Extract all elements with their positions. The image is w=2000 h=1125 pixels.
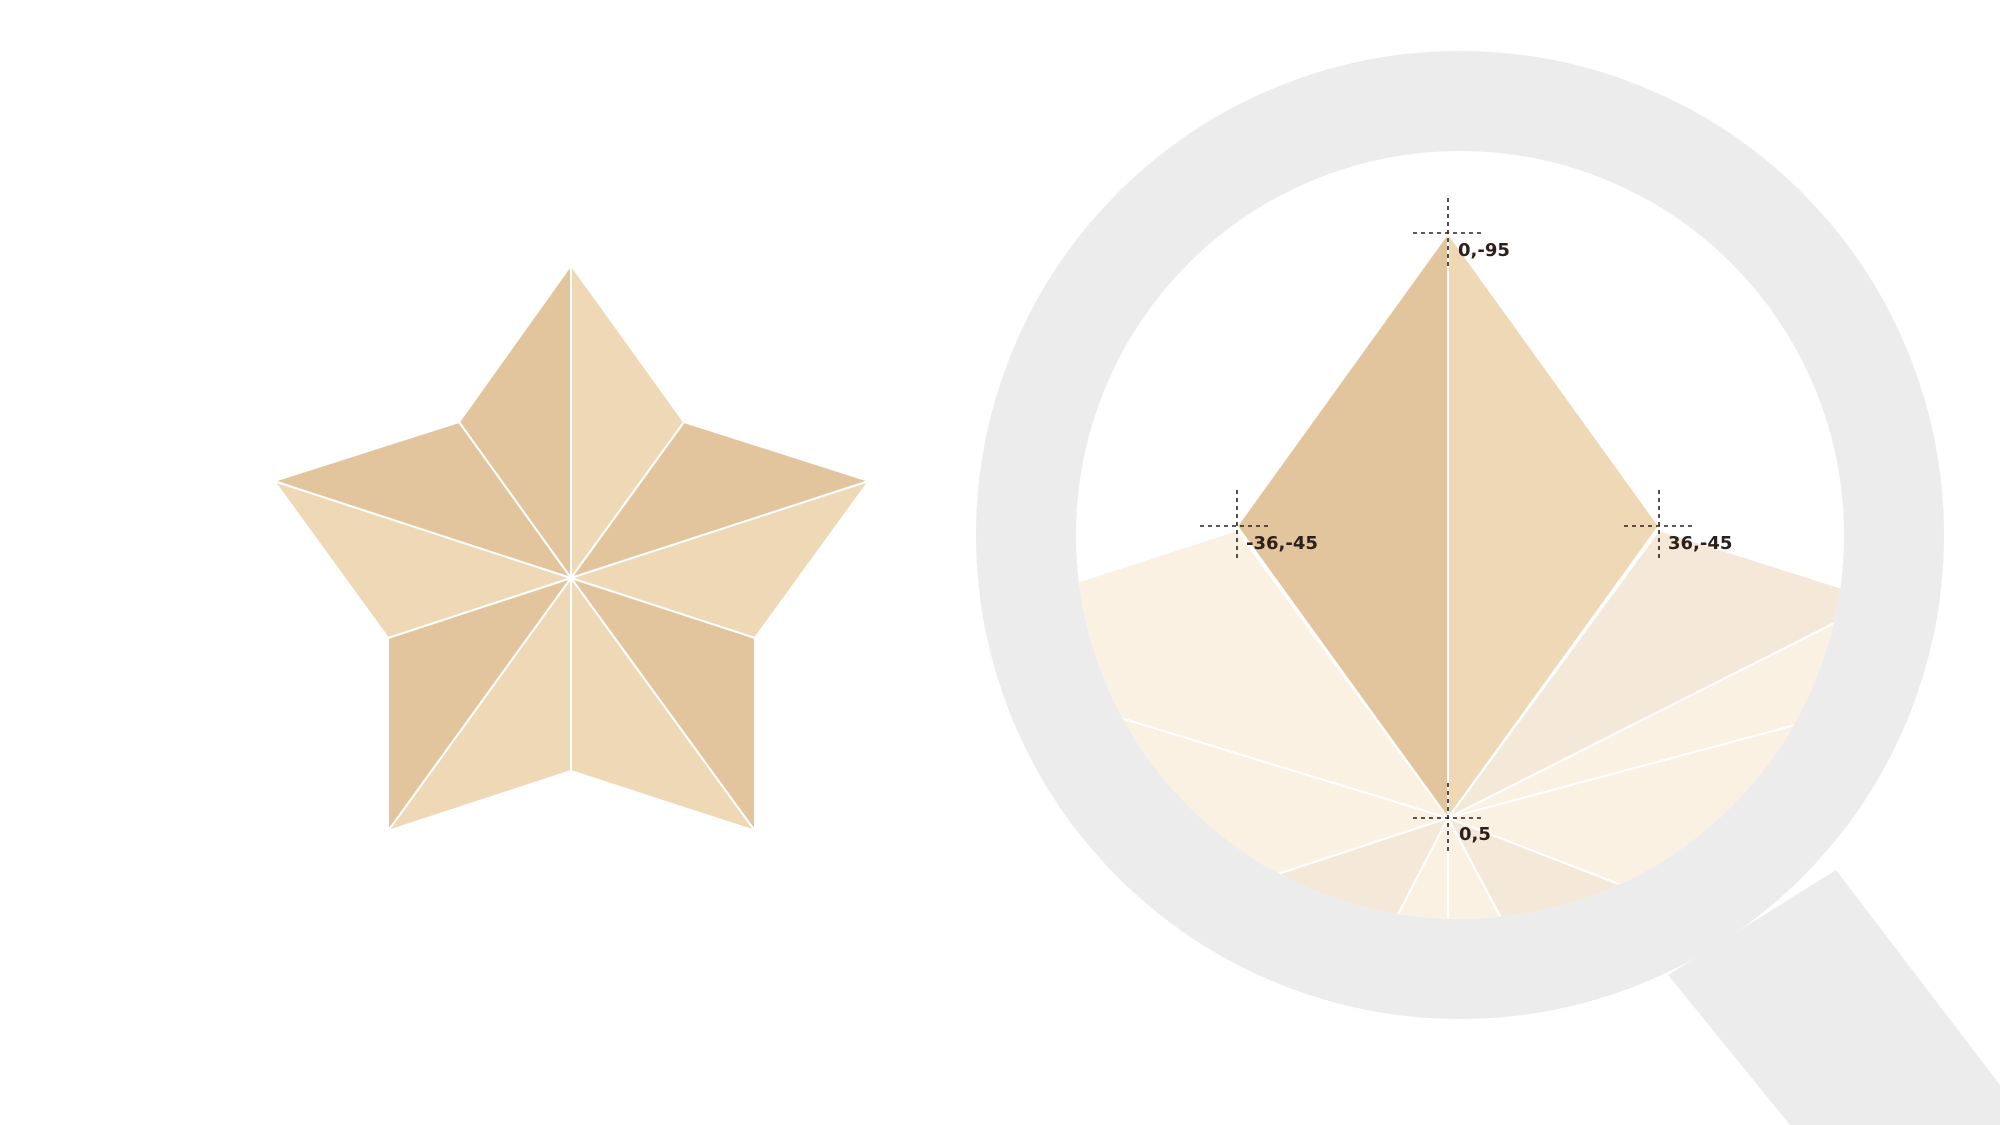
magnifier-ring (976, 51, 1944, 1019)
coordinate-label-top: 0,-95 (1458, 240, 1510, 261)
star-facet (273, 421, 572, 579)
coordinate-label-bottom: 0,5 (1459, 824, 1491, 845)
faded-facet (1447, 817, 1512, 919)
coordinate-label-right: 36,-45 (1668, 533, 1732, 554)
highlighted-facet (1447, 232, 1660, 819)
coordinate-label-left: -36,-45 (1246, 533, 1318, 554)
star-icon (273, 264, 870, 832)
magnifier-handle (1668, 870, 2000, 1125)
crosshair-left: -36,-45 (1200, 490, 1318, 562)
magnifying-glass-icon (976, 51, 2000, 1125)
crosshair-top: 0,-95 (1413, 198, 1510, 270)
crosshair-bottom: 0,5 (1413, 783, 1491, 853)
crosshair-right: 36,-45 (1624, 490, 1732, 562)
